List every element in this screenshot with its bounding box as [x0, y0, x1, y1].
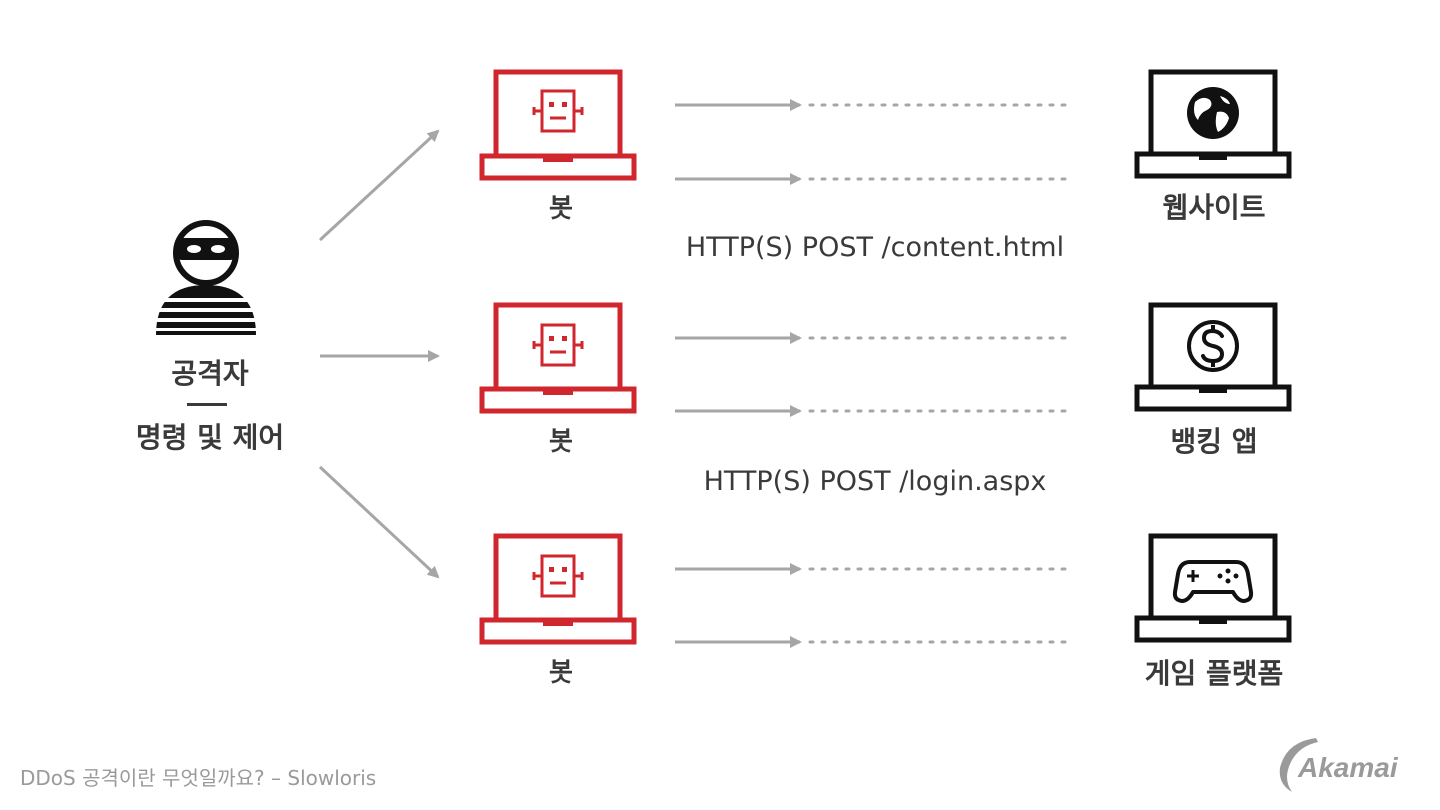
akamai-logo-icon — [1279, 738, 1318, 792]
command-control-label: 명령 및 제어 — [135, 421, 285, 454]
target-label-gaming: 게임 플랫폼 — [1144, 657, 1284, 690]
dollar-icon — [1187, 320, 1239, 372]
footer-caption: DDoS 공격이란 무엇일까요? – Slowloris — [20, 766, 377, 790]
request-label: HTTP(S) POST /content.html — [685, 232, 1065, 263]
request-label: HTTP(S) POST /login.aspx — [703, 466, 1047, 497]
attacker-to-bots-arrows — [318, 129, 440, 579]
attacker-label: 공격자 — [171, 357, 249, 390]
bot-label: 봇 — [549, 194, 573, 224]
gamepad-icon — [1172, 560, 1254, 603]
bot-label: 봇 — [549, 658, 573, 688]
target-label-banking: 뱅킹 앱 — [1170, 425, 1258, 458]
bot-laptop-icon — [479, 302, 637, 414]
bot-laptop-icon — [479, 69, 637, 181]
bot-label: 봇 — [549, 427, 573, 457]
bot-laptop-icon — [479, 533, 637, 645]
arrow-to-bot-3 — [318, 465, 440, 579]
arrow-to-bot-1 — [318, 129, 440, 242]
target-label-website: 웹사이트 — [1162, 191, 1266, 224]
gaming-laptop-icon — [1134, 533, 1292, 643]
akamai-wordmark: Akamai — [1298, 752, 1398, 783]
website-laptop-icon — [1134, 69, 1292, 179]
globe-icon — [1187, 87, 1239, 139]
attacker-icon — [156, 220, 256, 335]
label-divider — [187, 403, 227, 406]
request-arrows — [675, 99, 1070, 648]
banking-laptop-icon — [1134, 302, 1292, 412]
